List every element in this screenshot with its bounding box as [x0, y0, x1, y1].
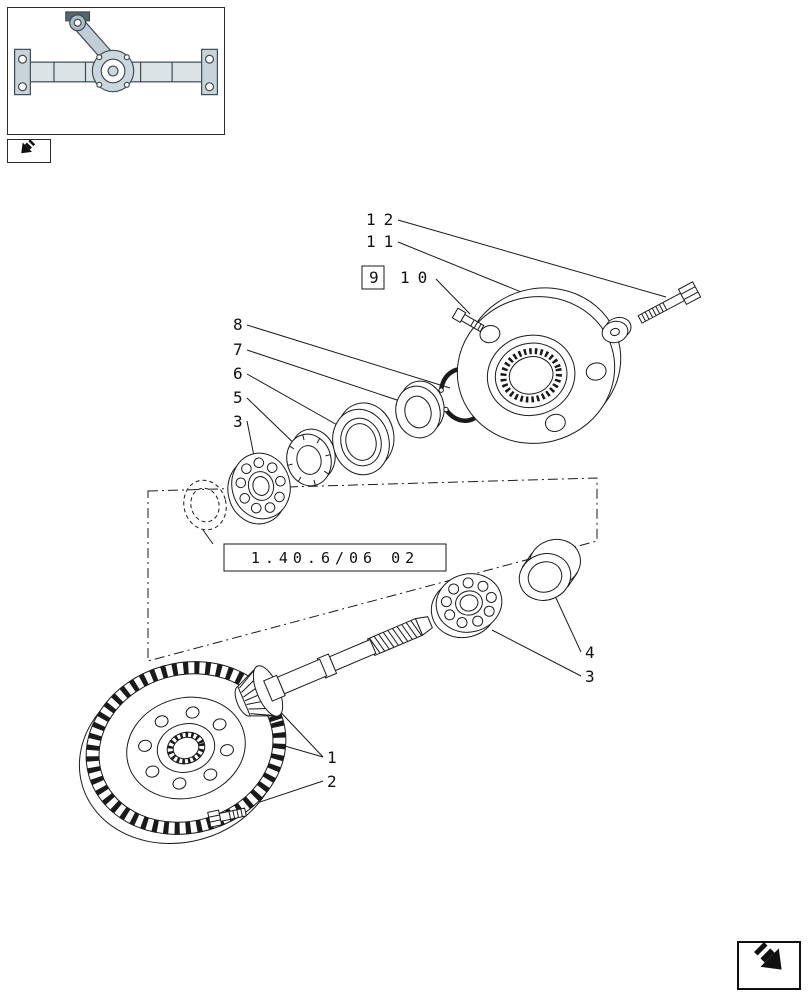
callout-4[interactable]: 4: [585, 643, 595, 662]
cross-reference-label[interactable]: 1.40.6/06 02: [251, 549, 419, 567]
callout-12[interactable]: 12: [366, 210, 401, 229]
leader-line-8: [246, 324, 451, 389]
callout-9-box[interactable]: [361, 265, 385, 290]
callout-9[interactable]: 9: [369, 268, 379, 287]
hub-bolt-part: [637, 281, 702, 324]
leader-line-7: [246, 349, 413, 406]
stud-bolt-part: [451, 307, 485, 333]
assembly-thumbnail[interactable]: [7, 7, 225, 135]
callout-7[interactable]: 7: [233, 340, 243, 359]
callout-5[interactable]: 5: [233, 388, 243, 407]
shim-part-dashed: [183, 479, 227, 531]
cross-reference-box[interactable]: [223, 543, 447, 572]
flat-washer-part: [601, 316, 632, 344]
callout-11[interactable]: 11: [366, 232, 401, 251]
callout-3a[interactable]: 3: [233, 412, 243, 431]
bevel-pinion-shaft-part: [234, 616, 433, 717]
spacer-bushing-part: [518, 538, 581, 601]
callout-1[interactable]: 1: [327, 748, 337, 767]
page-forward-arrow-icon: [754, 942, 782, 970]
roller-bearing-upper-part: [227, 452, 291, 525]
callout-6[interactable]: 6: [233, 364, 243, 383]
callout-3b[interactable]: 3: [585, 667, 595, 686]
callout-2[interactable]: 2: [327, 772, 337, 791]
bearing-cup-part: [332, 402, 395, 476]
callout-8[interactable]: 8: [233, 315, 243, 334]
page-back-arrow-icon: [21, 139, 36, 154]
callout-10[interactable]: 10: [400, 268, 435, 287]
hub-part: [456, 287, 622, 444]
leader-line-10: [435, 278, 471, 315]
leader-line-12: [397, 219, 667, 298]
leader-line-4: [555, 597, 582, 653]
axle-thumbnail-drawing: [14, 11, 218, 96]
roller-bearing-lower-part: [430, 573, 503, 639]
gear-bolt-part: [207, 807, 247, 828]
washer-part: [395, 380, 445, 439]
prev-page-arrow-box[interactable]: [7, 139, 51, 163]
next-page-arrow-box[interactable]: [737, 941, 801, 990]
leader-line-3b: [491, 629, 582, 677]
crown-gear-part: [78, 661, 287, 845]
adjuster-ring-part: [286, 428, 336, 487]
leader-line-shim: [202, 529, 214, 545]
